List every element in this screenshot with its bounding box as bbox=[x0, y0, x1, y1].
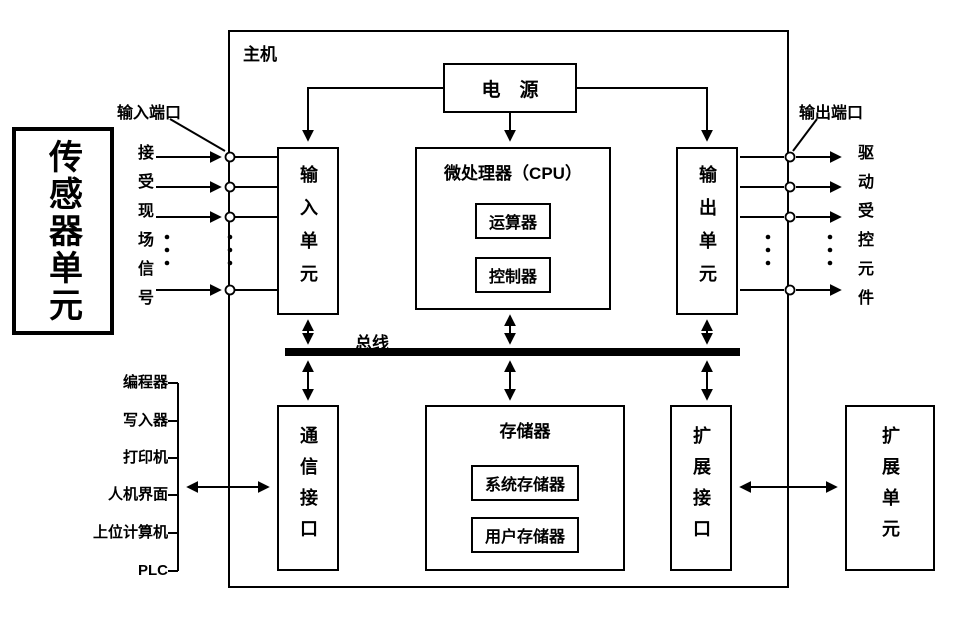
comm-interface-box: 通信接口 bbox=[277, 405, 339, 571]
controller-label: 控制器 bbox=[488, 269, 538, 286]
input-port-pointer-line bbox=[169, 118, 226, 152]
power-supply-label: 电 源 bbox=[481, 79, 539, 101]
device-label-hmi: 人机界面 bbox=[107, 486, 168, 503]
output-port-pointer-line bbox=[792, 118, 818, 152]
input-unit-box: 输入单元 bbox=[277, 147, 339, 315]
device-label-writer: 写入器 bbox=[122, 412, 168, 429]
controller-box: 控制器 bbox=[474, 257, 552, 293]
system-memory-label: 系统存储器 bbox=[484, 477, 566, 494]
output-signal-arrows bbox=[740, 151, 842, 296]
device-label-host-computer: 上位计算机 bbox=[92, 524, 168, 541]
output-port-label: 输出端口 bbox=[799, 105, 864, 122]
expansion-unit-label: 扩展单元 bbox=[880, 426, 900, 550]
comm-interface-label: 通信接口 bbox=[298, 426, 318, 550]
input-signal-arrows bbox=[156, 151, 277, 296]
input-port-label: 输入端口 bbox=[117, 105, 182, 122]
expansion-interface-label: 扩展接口 bbox=[691, 426, 711, 550]
device-label-plc: PLC bbox=[138, 562, 168, 579]
host-frame bbox=[228, 30, 789, 588]
cpu-box: 微处理器（CPU） 运算器 控制器 bbox=[415, 147, 611, 310]
device-label-programmer: 编程器 bbox=[122, 374, 168, 391]
power-lines bbox=[302, 87, 713, 142]
alu-box: 运算器 bbox=[474, 203, 552, 239]
expansion-interface-box: 扩展接口 bbox=[670, 405, 732, 571]
device-label-printer: 打印机 bbox=[122, 449, 168, 466]
bus-label: 总线 bbox=[355, 334, 389, 353]
system-memory-box: 系统存储器 bbox=[470, 465, 580, 501]
host-frame-label: 主机 bbox=[243, 45, 277, 64]
memory-box: 存储器 系统存储器 用户存储器 bbox=[425, 405, 625, 571]
user-memory-box: 用户存储器 bbox=[470, 517, 580, 553]
input-signal-text: 接受现场信号 bbox=[135, 144, 152, 318]
cpu-label: 微处理器（CPU） bbox=[444, 164, 582, 183]
bus-double-arrows bbox=[302, 314, 713, 401]
output-unit-label: 输出单元 bbox=[697, 165, 717, 297]
output-unit-box: 输出单元 bbox=[676, 147, 738, 315]
device-connector-lines bbox=[168, 382, 179, 572]
sensor-unit-box: 传感器单元 bbox=[12, 127, 114, 335]
port-terminal-circles bbox=[224, 151, 796, 296]
memory-label: 存储器 bbox=[499, 422, 551, 441]
output-signal-text: 驱动受控元件 bbox=[855, 144, 872, 318]
user-memory-label: 用户存储器 bbox=[484, 529, 566, 546]
power-supply-box: 电 源 bbox=[443, 63, 577, 113]
continuation-dots bbox=[164, 234, 833, 266]
input-unit-label: 输入单元 bbox=[298, 165, 318, 297]
bus-bar bbox=[285, 348, 740, 356]
sensor-unit-label: 传感器单元 bbox=[43, 138, 82, 324]
alu-label: 运算器 bbox=[488, 215, 538, 232]
expansion-unit-box: 扩展单元 bbox=[845, 405, 935, 571]
